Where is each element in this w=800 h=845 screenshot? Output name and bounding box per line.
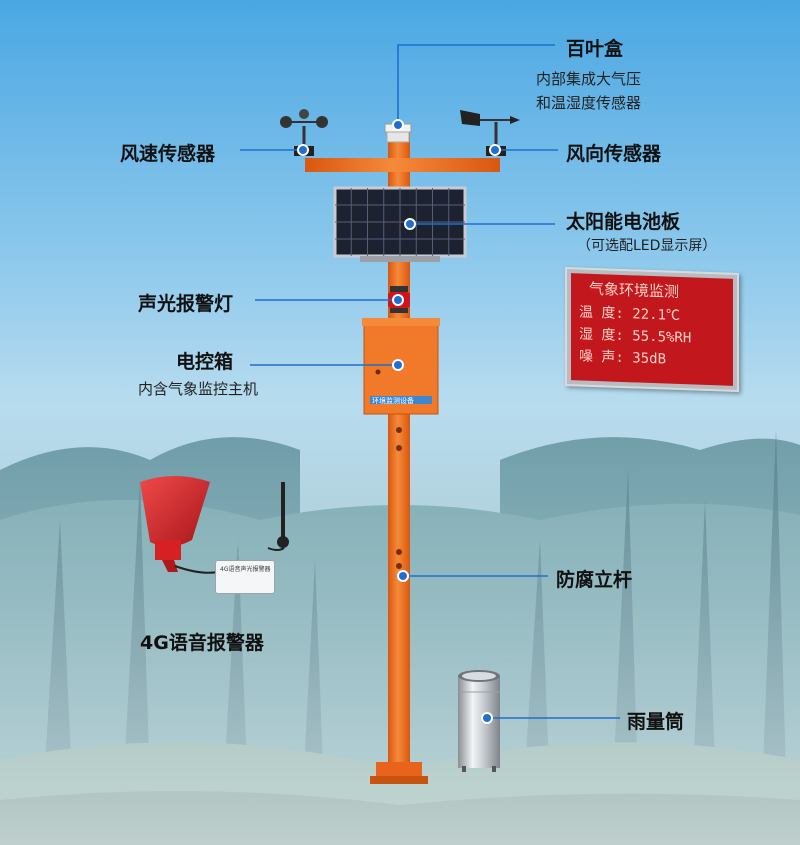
voice-alarm-device: 4G语音声光报警器 [215, 560, 275, 594]
dot-alarm-light [392, 294, 404, 306]
dot-rain-gauge [481, 712, 493, 724]
voice-alarm-device-plate: 4G语音声光报警器 [220, 566, 271, 573]
solar-panel [333, 186, 467, 262]
label-shutter-box: 百叶盒 [566, 38, 624, 60]
voice-alarm-horn [140, 476, 219, 574]
label-rain-gauge: 雨量筒 [627, 711, 685, 733]
led-screen: 气象环境监测 温 度: 22.1℃ 湿 度: 55.5%RH 噪 声: 35dB [571, 273, 733, 386]
antenna [267, 482, 289, 551]
label-solar-panel: 太阳能电池板 [566, 211, 681, 233]
dot-control-box [392, 359, 404, 371]
note-solar-panel: （可选配LED显示屏） [577, 238, 717, 254]
rain-gauge [458, 670, 500, 772]
led-row-humidity: 湿 度: 55.5%RH [579, 326, 692, 347]
dot-pole [397, 570, 409, 582]
led-display: 气象环境监测 温 度: 22.1℃ 湿 度: 55.5%RH 噪 声: 35dB [565, 266, 739, 393]
desc-shutter-box-line2: 和温湿度传感器 [536, 94, 642, 112]
label-voice-alarm: 4G语音报警器 [140, 632, 264, 654]
desc-control-box: 内含气象监控主机 [138, 380, 259, 398]
wind-vane [460, 110, 520, 146]
control-box-plate: 环境监测设备 [372, 397, 414, 405]
label-alarm-light: 声光报警灯 [138, 293, 234, 315]
leader-lines [240, 44, 620, 719]
dot-wind-speed [297, 144, 309, 156]
led-row-title: 气象环境监测 [589, 279, 680, 301]
wind-speed-cups [280, 109, 328, 146]
led-row-noise: 噪 声: 35dB [579, 348, 667, 368]
dot-solar-panel [404, 218, 416, 230]
dot-wind-direction [489, 144, 501, 156]
led-row-temperature: 温 度: 22.1℃ [579, 304, 681, 324]
label-control-box: 电控箱 [176, 351, 234, 373]
dot-shutter-box [392, 119, 404, 131]
desc-shutter-box-line1: 内部集成大气压 [536, 70, 642, 88]
label-wind-speed: 风速传感器 [120, 143, 216, 165]
label-pole: 防腐立杆 [556, 569, 633, 591]
label-wind-direction: 风向传感器 [566, 143, 662, 165]
